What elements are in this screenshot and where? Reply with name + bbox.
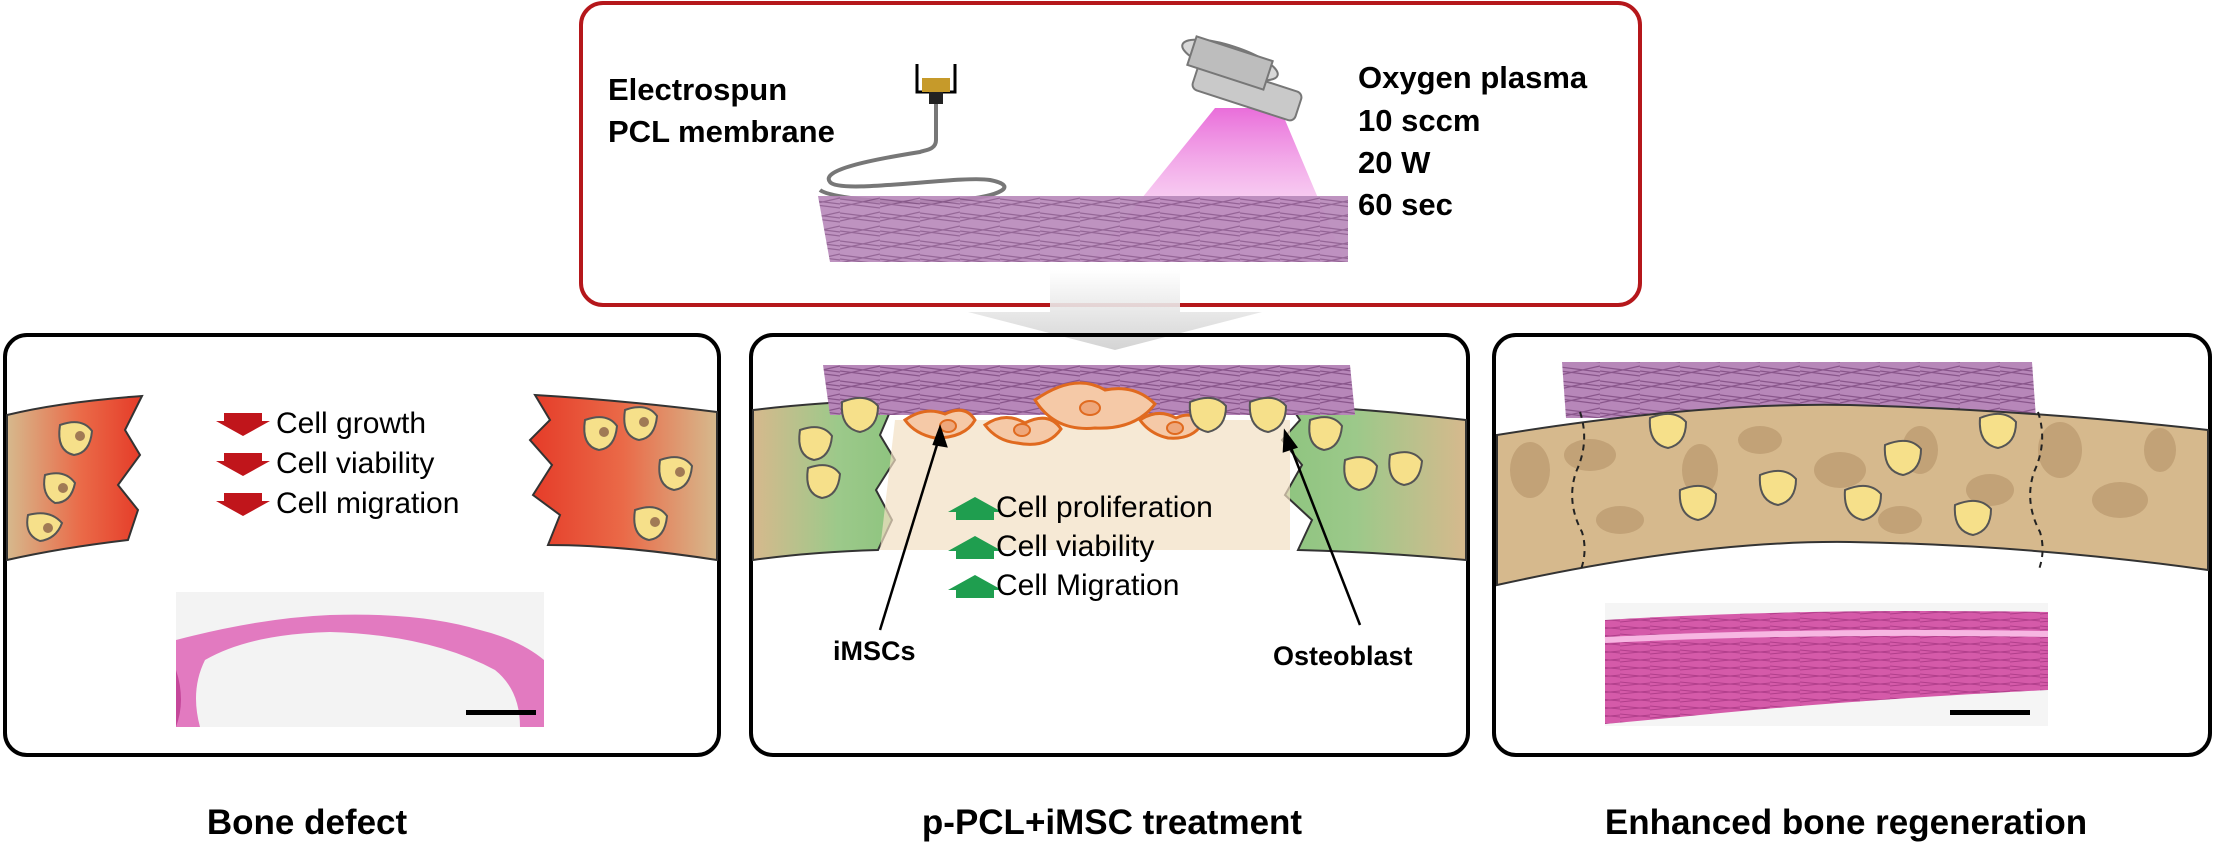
plasma-conditions-label: Oxygen plasma 10 sccm 20 W 60 sec: [1358, 60, 1596, 222]
pcl-membrane: [818, 196, 1348, 262]
panel-regeneration: [1492, 333, 2212, 757]
plasma-device-icon: [1181, 35, 1303, 122]
cell-nuclei-panel1: [43, 417, 685, 533]
membrane-label: Electrospun PCL membrane: [608, 72, 835, 149]
panel1-effects-list: Cell growth Cell viability Cell migratio…: [216, 407, 459, 520]
panel2-effects-list: Cell proliferation Cell viability Cell M…: [948, 491, 1213, 602]
callout-osteoblast: Osteoblast: [1273, 641, 1413, 671]
growth-boundary-lines: [1571, 411, 2044, 573]
stem-cell-nuclei: [939, 400, 1184, 437]
histology-image-bone-defect: [176, 592, 544, 727]
panel-title: Bone defect: [207, 803, 408, 842]
callout-arrows: [878, 424, 1362, 631]
down-arrow-icon: [216, 453, 270, 476]
effect-item: Cell migration: [276, 487, 459, 520]
p-pcl-membrane: [1562, 362, 2036, 418]
bone-matrix-spots: [1510, 422, 2176, 534]
panel-title: Enhanced bone regeneration: [1605, 803, 2087, 842]
effect-item: Cell viability: [996, 530, 1154, 563]
osteoblast-cells-panel3: [1648, 412, 2018, 537]
panel-bone-defect: [3, 333, 721, 757]
osteoblast-cells-panel2: [798, 396, 1424, 500]
down-arrow-icon: [216, 413, 270, 436]
effect-item: Cell proliferation: [996, 491, 1213, 524]
panel-title: p-PCL+iMSC treatment: [922, 803, 1303, 842]
up-arrow-icon: [948, 497, 1002, 520]
effect-item: Cell viability: [276, 447, 434, 480]
up-arrow-icon: [948, 575, 1002, 598]
process-flow-arrow: [968, 270, 1262, 350]
bone-fragment-left: [6, 394, 144, 562]
effect-item: Cell Migration: [996, 569, 1179, 602]
panel-treatment: [749, 333, 1470, 757]
histology-image-regeneration: [1604, 603, 2049, 726]
down-arrow-icon: [216, 493, 270, 516]
effect-item: Cell growth: [276, 407, 426, 440]
bone-fragment-right: [528, 393, 718, 562]
up-arrow-icon: [948, 536, 1002, 559]
callout-imscs: iMSCs: [833, 636, 916, 666]
